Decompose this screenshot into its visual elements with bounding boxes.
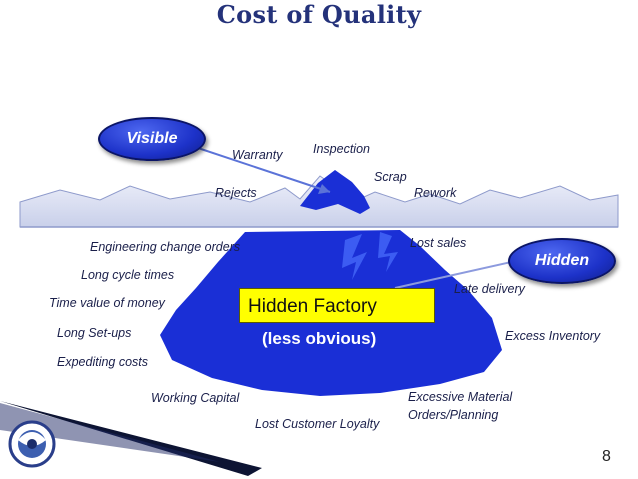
label-engineering-change-orders: Engineering change orders xyxy=(90,240,241,254)
label-long-cycle-times: Long cycle times xyxy=(81,268,175,282)
visible-pointer xyxy=(179,141,331,193)
iceberg-tip xyxy=(300,170,370,214)
label-lost-sales: Lost sales xyxy=(410,236,467,250)
hidden-factory-highlight: Hidden Factory xyxy=(239,288,435,323)
visible-label: Visible xyxy=(126,130,178,147)
hidden-callout: Hidden xyxy=(508,238,616,284)
page-number: 8 xyxy=(602,448,611,465)
label-expediting-costs: Expediting costs xyxy=(57,355,149,369)
label-rework: Rework xyxy=(414,186,457,200)
label-excessive-material: Excessive Material xyxy=(408,390,513,404)
page-title: Cost of Quality xyxy=(216,0,422,29)
label-excess-inventory: Excess Inventory xyxy=(505,329,601,343)
label-working-capital: Working Capital xyxy=(151,391,240,405)
logo-icon xyxy=(8,420,56,468)
hidden-label: Hidden xyxy=(534,252,590,269)
label-warranty: Warranty xyxy=(232,148,283,162)
label-long-set-ups: Long Set-ups xyxy=(57,326,132,340)
hidden-pointer xyxy=(394,259,521,289)
label-lost-customer-loyalty: Lost Customer Loyalty xyxy=(255,417,380,431)
label-rejects: Rejects xyxy=(215,186,257,200)
less-obvious-label: (less obvious) xyxy=(262,329,377,348)
decorative-wedge xyxy=(0,403,220,462)
label-time-value-of-money: Time value of money xyxy=(49,296,165,310)
label-late-delivery: Late delivery xyxy=(454,282,525,296)
visible-callout: Visible xyxy=(98,117,206,161)
label-orders-planning: Orders/Planning xyxy=(408,408,499,422)
iceberg-facet xyxy=(342,234,367,280)
label-inspection: Inspection xyxy=(313,142,370,156)
label-scrap: Scrap xyxy=(374,170,407,184)
iceberg-facet xyxy=(378,232,398,272)
